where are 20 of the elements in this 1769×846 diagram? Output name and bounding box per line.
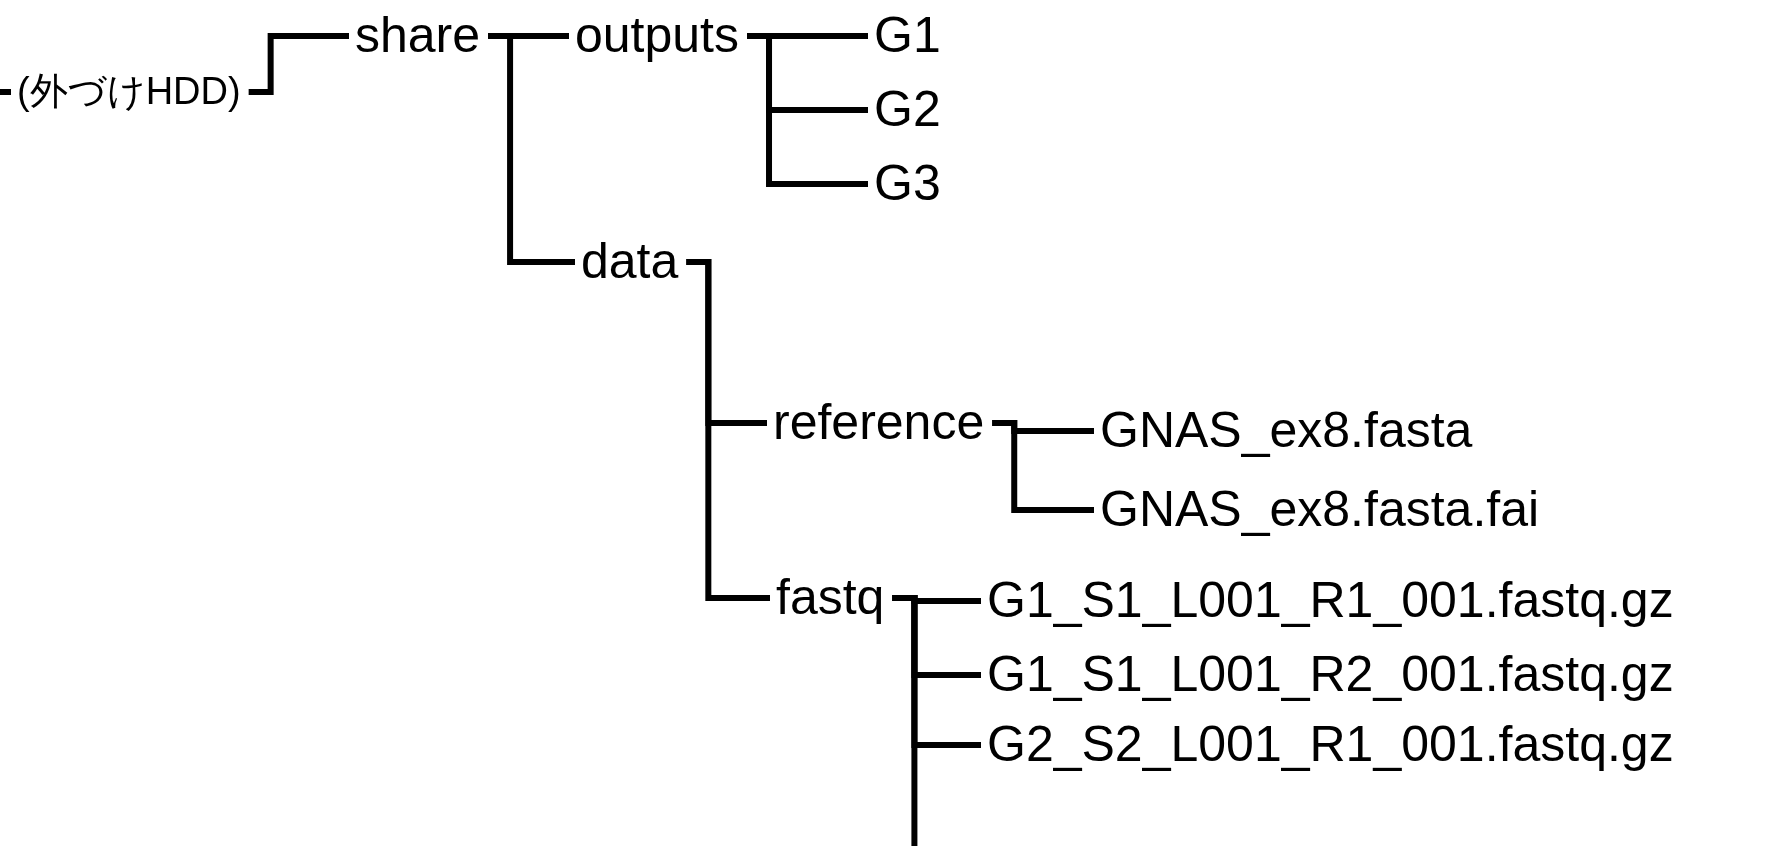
directory-name: G2: [874, 81, 941, 139]
tree-connector: [892, 595, 918, 846]
tree-connector: [488, 33, 575, 265]
tree-connector: [992, 420, 1094, 513]
directory-name: share: [355, 7, 481, 65]
directory-name: GNAS_ex8.fasta: [1100, 402, 1473, 460]
tree-connector: [248, 33, 349, 95]
directory-name: G3: [874, 155, 941, 213]
tree-connector: [686, 259, 770, 601]
directory-name: (外づけHDD): [17, 70, 241, 114]
directory-name: GNAS_ex8.fasta.fai: [1100, 481, 1540, 539]
directory-name: G2_S2_L001_R1_001.fastq.gz: [987, 716, 1674, 774]
directory-name: fastq: [776, 569, 885, 627]
directory-name: reference: [773, 394, 985, 452]
directory-name: G1_S1_L001_R1_001.fastq.gz: [987, 572, 1674, 630]
directory-name: data: [581, 233, 679, 291]
directory-name: G1: [874, 7, 941, 65]
directory-name: outputs: [575, 7, 739, 65]
directory-name: G1_S1_L001_R2_001.fastq.gz: [987, 646, 1674, 704]
tree-connector: [0, 89, 11, 95]
